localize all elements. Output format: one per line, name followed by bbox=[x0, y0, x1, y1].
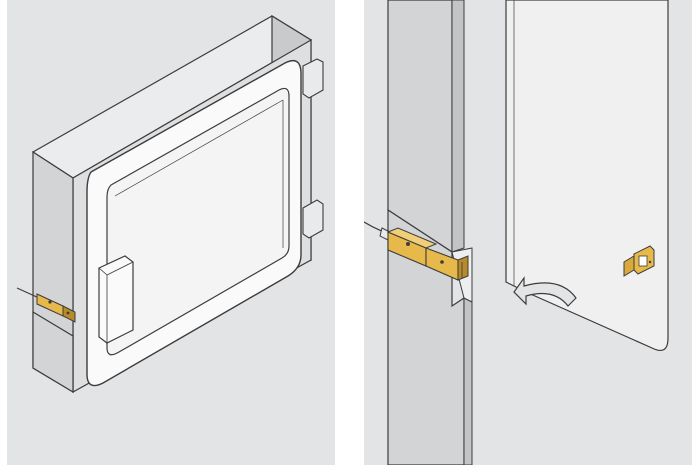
switch-screw-2 bbox=[66, 311, 70, 315]
frame-post-front bbox=[387, 0, 453, 254]
handle-corner bbox=[98, 267, 108, 276]
switch-top-face bbox=[386, 227, 438, 249]
switch-cable bbox=[16, 287, 40, 299]
detail-illustration bbox=[364, 0, 692, 465]
base-block bbox=[32, 310, 74, 394]
switch-screw-2 bbox=[440, 260, 444, 264]
panel-enclosure-overview bbox=[7, 0, 335, 465]
door-frame-inner bbox=[106, 87, 290, 356]
switch-screw-1 bbox=[406, 242, 410, 246]
curved-arrow-icon bbox=[513, 276, 577, 307]
glass-line-top bbox=[114, 99, 284, 197]
switch-head-side bbox=[457, 255, 469, 281]
switch-actuator bbox=[62, 305, 76, 323]
door-handle bbox=[98, 255, 134, 344]
door-actuator bbox=[623, 245, 655, 277]
upper-hinge bbox=[302, 58, 324, 99]
panel-switch-detail bbox=[364, 0, 692, 465]
frame-post-side bbox=[451, 0, 465, 253]
frame-lower-side bbox=[463, 297, 473, 465]
switch-screw-1 bbox=[48, 300, 52, 304]
handle-top-edge bbox=[106, 261, 134, 276]
enclosure-illustration bbox=[7, 0, 335, 465]
lower-hinge bbox=[302, 199, 324, 239]
